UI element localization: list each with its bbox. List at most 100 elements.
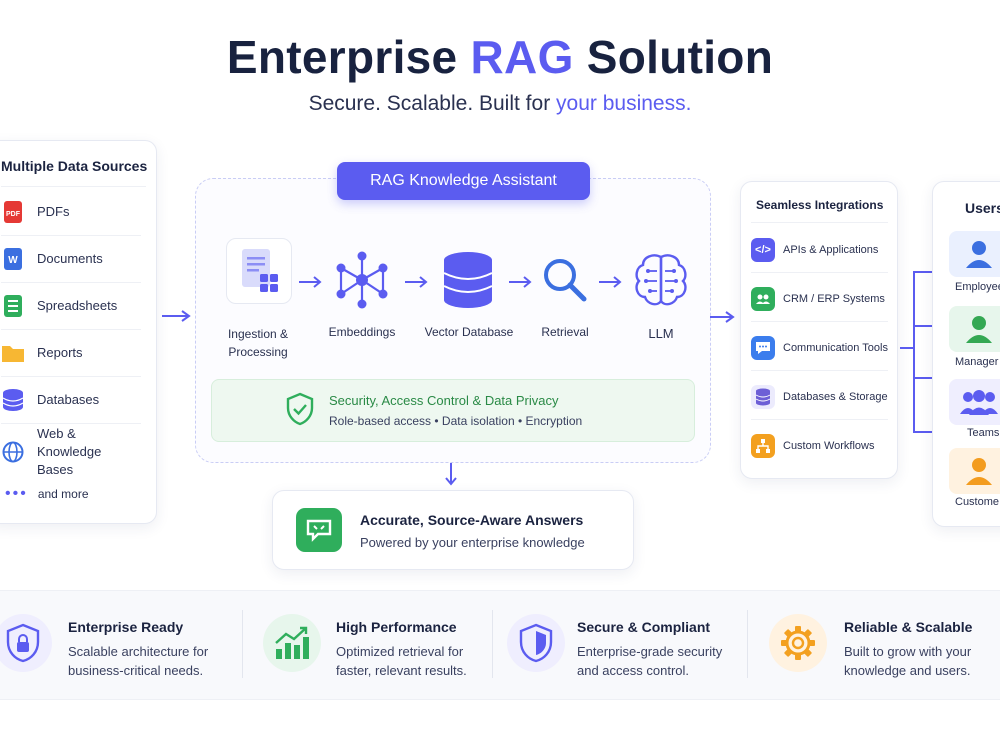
feature-desc-line: faster, relevant results. [336,663,467,678]
page-title: Enterprise RAG Solution [0,30,1000,84]
assistant-title-pill: RAG Knowledge Assistant [337,162,590,200]
arrow-step-2 [405,276,428,288]
integration-label: APIs & Applications [783,244,879,256]
user-label-teams: Teams [967,427,1000,439]
data-source-databases: Databases [1,377,141,424]
data-source-label: Documents [37,251,103,266]
teams-icon [960,390,998,415]
employee-icon [966,241,992,268]
vector-database-icon [443,252,493,308]
feature-desc-line: Enterprise-grade security [577,644,723,659]
data-source-label: PDFs [37,204,70,219]
user-manager [949,306,1000,352]
customer-icon [966,458,992,485]
user-customer [949,448,1000,494]
chat-icon [751,336,775,360]
shield-lock-icon [0,614,52,672]
integration-label: Custom Workflows [783,440,875,452]
integration-label: Databases & Storage [783,391,888,403]
data-source-label: Reports [37,345,83,360]
security-desc: Role-based access • Data isolation • Enc… [329,414,583,428]
integration-communication: Communication Tools [751,326,888,371]
integration-label: Communication Tools [783,342,888,354]
step-label-retrieval: Retrieval [541,325,589,339]
integration-workflows: Custom Workflows [751,424,888,468]
brain-icon [635,254,687,306]
arrow-assistant-to-integrations [710,311,735,323]
step-ingestion [226,238,292,304]
data-sources-card: Multiple Data Sources PDF PDFs W Documen… [0,140,157,524]
data-source-documents: W Documents [1,236,141,283]
word-document-icon: W [1,247,25,271]
people-icon [751,287,775,311]
arrow-step-1 [299,276,322,288]
feature-desc-line: Scalable architecture for [68,644,209,659]
feature-secure-compliant: Secure & Compliant Enterprise-grade secu… [507,612,742,682]
security-shield-icon [286,392,314,426]
code-icon: </> [751,238,775,262]
feature-title: High Performance [336,619,457,635]
data-sources-title: Multiple Data Sources [1,158,148,174]
integration-databases: Databases & Storage [751,375,888,420]
storage-icon [751,385,775,409]
ellipsis-icon: ••• [5,485,28,502]
manager-icon [966,316,992,343]
integrations-title: Seamless Integrations [756,198,884,212]
title-part-1: Enterprise [226,31,471,83]
feature-desc-line: and access control. [577,663,690,678]
user-employee [949,231,1000,277]
user-teams [949,379,1000,425]
data-source-label: Databases [37,392,100,407]
users-card: Users Employee Manager Teams Custome [932,181,1000,527]
data-source-label: Web & Knowledge Bases [37,426,102,477]
answers-card: Accurate, Source-Aware Answers Powered b… [272,490,634,570]
feature-divider [242,610,243,678]
document-processing-icon [242,249,278,292]
network-nodes-icon [336,251,388,309]
integration-label: CRM / ERP Systems [783,293,885,305]
integration-crm: CRM / ERP Systems [751,277,888,322]
growth-chart-icon [263,614,321,672]
data-source-reports: Reports [1,330,141,377]
user-label-manager: Manager [955,356,999,368]
integration-apis: </> APIs & Applications [751,228,888,273]
feature-desc-line: Built to grow with your [844,644,972,659]
gear-icon [769,614,827,672]
assistant-title: RAG Knowledge Assistant [370,172,557,189]
arrow-step-3 [509,276,532,288]
security-title: Security, Access Control & Data Privacy [329,393,559,408]
user-label-employee: Employee [955,281,1000,293]
feature-divider [492,610,493,678]
feature-title: Secure & Compliant [577,619,711,635]
title-part-2: Solution [573,31,774,83]
connector-integrations-to-users [900,271,932,433]
step-label-ingestion: Ingestion & Processing [227,327,289,359]
more-label: and more [37,487,89,501]
feature-desc: Enterprise-grade security and access cont… [577,642,722,680]
svg-text:PDF: PDF [6,211,21,218]
feature-desc-line: business-critical needs. [68,663,204,678]
user-label-customer: Custome [955,496,1000,508]
data-source-spreadsheets: Spreadsheets [1,283,141,330]
users-title: Users [965,200,1000,216]
shield-icon [507,614,565,672]
workflow-icon [751,434,775,458]
answer-chat-icon [296,508,342,552]
subtitle-accent: your business. [556,92,692,115]
answers-title: Accurate, Source-Aware Answers [360,512,584,528]
feature-reliable-scalable: Reliable & Scalable Built to grow with y… [769,612,997,682]
answers-desc: Powered by your enterprise knowledge [360,535,585,550]
page-subtitle: Secure. Scalable. Built for your busines… [0,92,1000,116]
data-source-label: Spreadsheets [37,298,118,313]
more-sources: ••• and more [5,485,89,503]
feature-title: Enterprise Ready [68,619,184,635]
security-band [211,379,695,442]
subtitle-part-1: Secure. Scalable. Built for [308,92,557,115]
svg-text:W: W [8,255,18,266]
folder-icon [1,341,25,365]
features-band [0,590,1000,700]
arrow-sources-to-assistant [162,310,191,322]
pdf-icon: PDF [1,200,25,224]
globe-icon [1,440,25,464]
